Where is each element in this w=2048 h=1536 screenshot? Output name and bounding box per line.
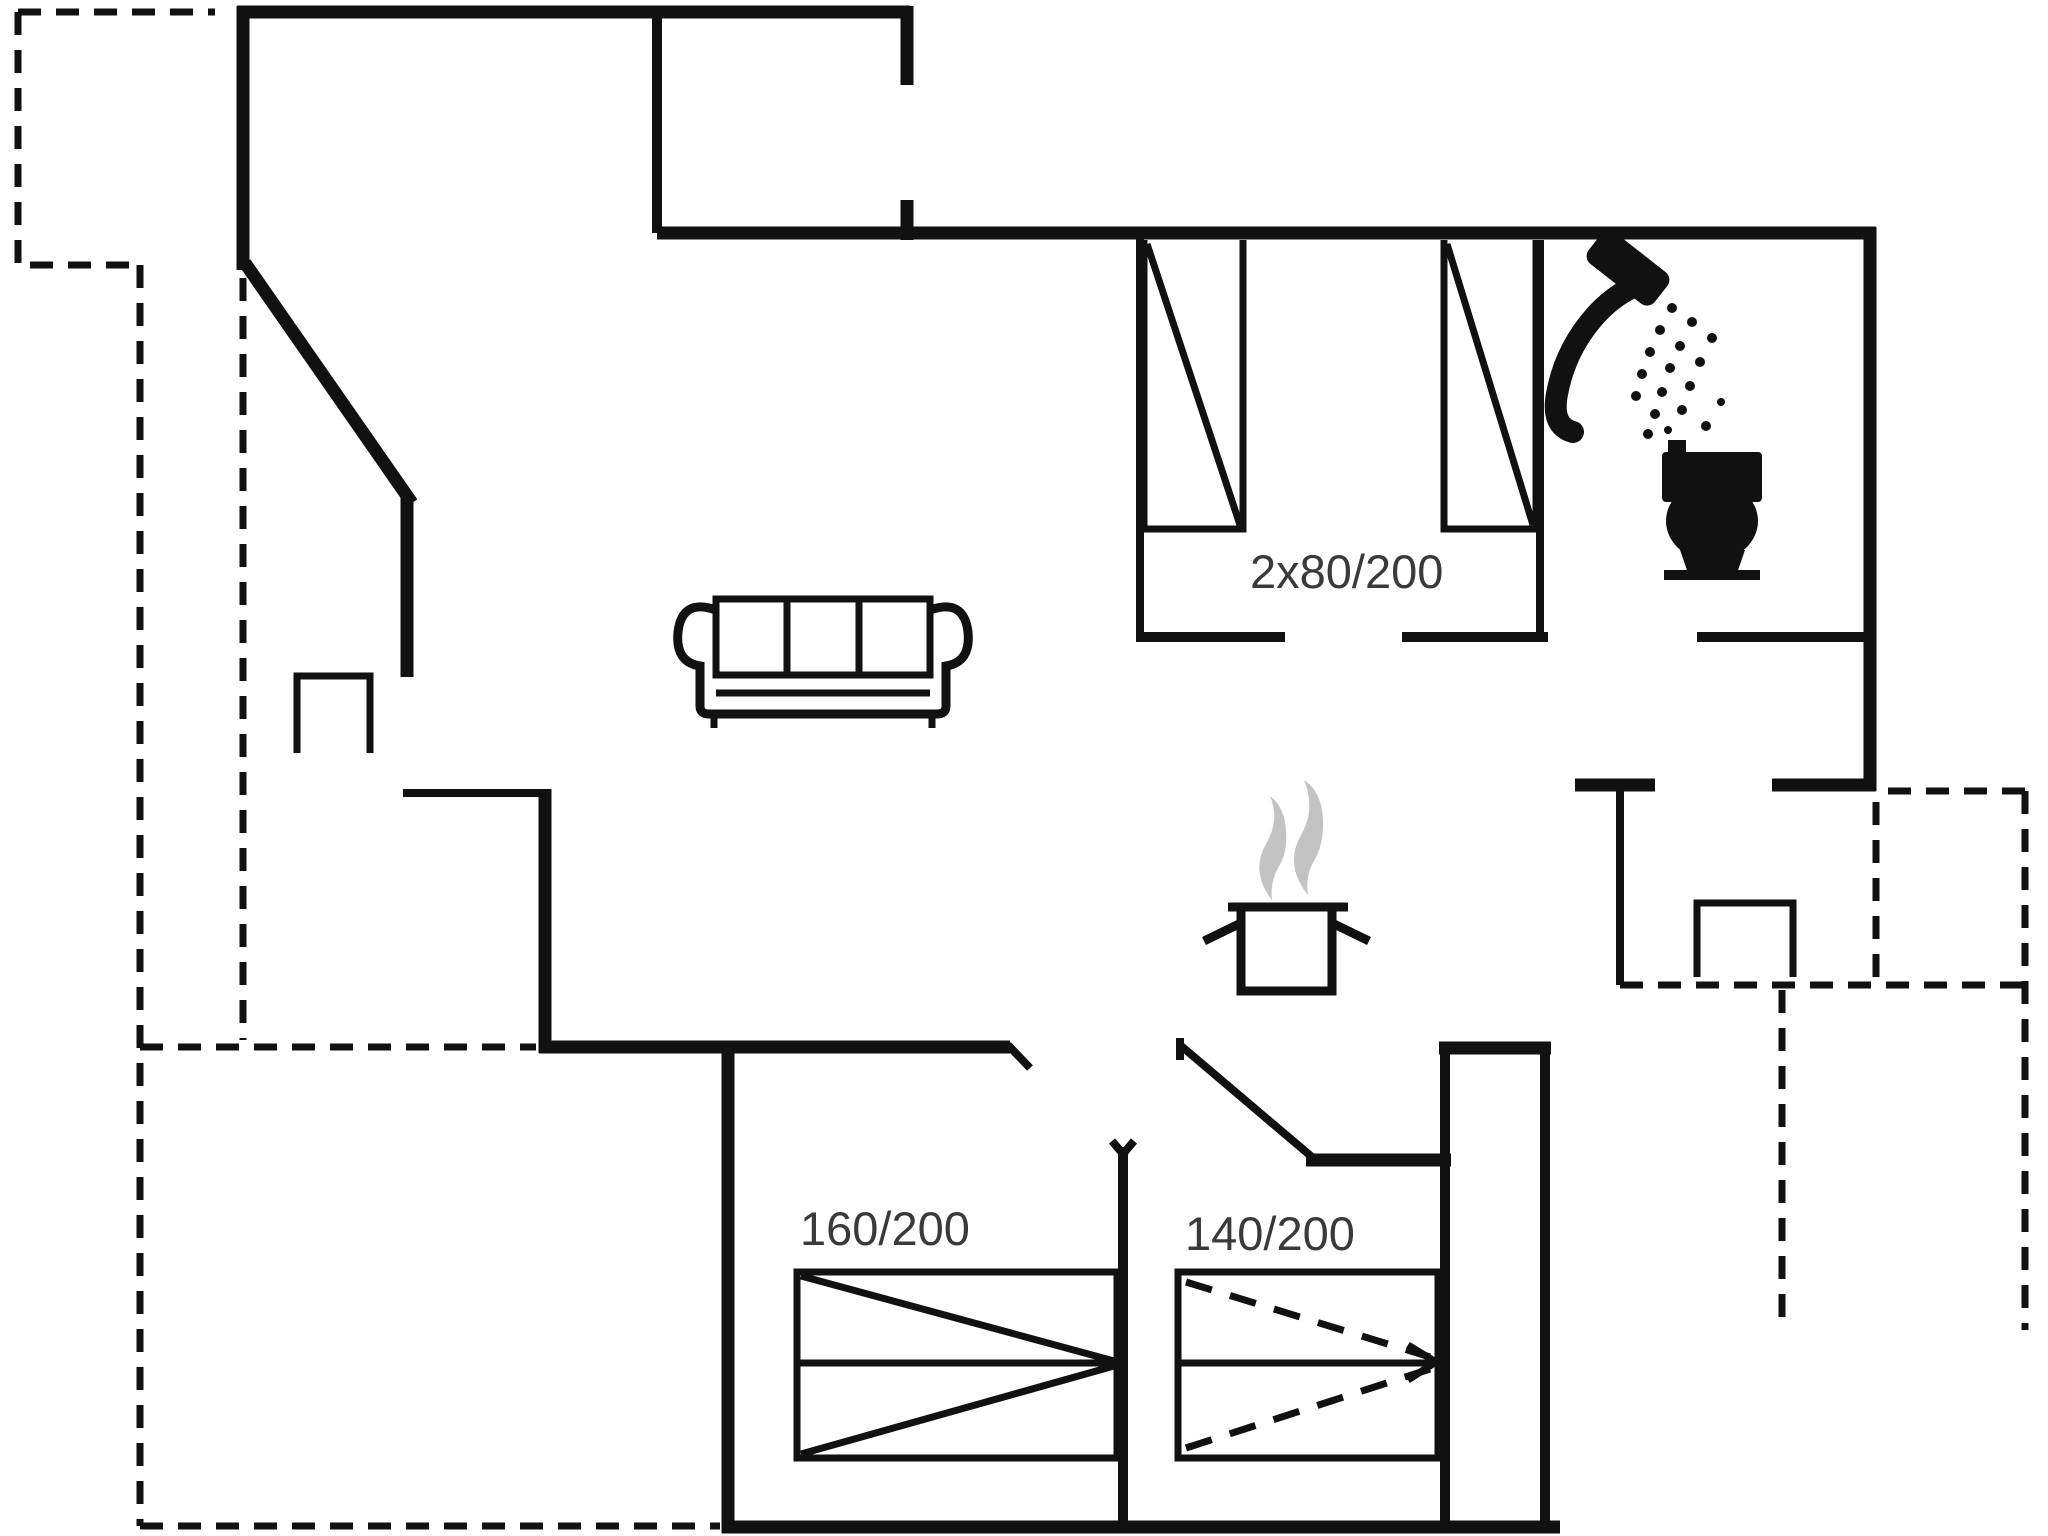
toilet-pedestal bbox=[1680, 550, 1745, 576]
shower-head bbox=[1586, 230, 1670, 306]
sofa-seat-band bbox=[716, 671, 930, 697]
door-hall-leaf bbox=[1177, 1041, 1315, 1161]
wall-bedroom2-top-end bbox=[1005, 1042, 1033, 1071]
bed-160 bbox=[793, 1268, 1121, 1462]
sofa-feet bbox=[710, 714, 936, 728]
bed-diagonal bbox=[1143, 242, 1244, 527]
sofa-back bbox=[712, 595, 934, 679]
bed-140 bbox=[1174, 1268, 1443, 1462]
sofa-icon bbox=[673, 595, 973, 728]
bed-outline bbox=[1140, 240, 1247, 533]
terrace-dashed-outline bbox=[14, 8, 2029, 1530]
bed-diagonal-arrow bbox=[1406, 1342, 1443, 1383]
wall-diagonal bbox=[239, 259, 418, 507]
pot-body bbox=[1236, 902, 1337, 996]
label-bedroom-double: 2x80/200 bbox=[1250, 545, 1443, 598]
bed-diagonal-bottom-dashed bbox=[1184, 1365, 1432, 1452]
toilet-base bbox=[1664, 570, 1760, 580]
bed-diagonal-bottom bbox=[800, 1362, 1115, 1458]
walls bbox=[236, 5, 1877, 1534]
bed-diagonal-top-dashed bbox=[1184, 1278, 1432, 1361]
bed-double-right bbox=[1440, 240, 1540, 533]
label-bedroom-160: 160/200 bbox=[800, 1202, 970, 1255]
bed-diagonal bbox=[1443, 242, 1537, 527]
steam-wisp-left bbox=[1259, 796, 1287, 900]
sofa-arms-base bbox=[673, 602, 973, 719]
shower-icon bbox=[1544, 230, 1725, 443]
steam-wisp-right bbox=[1293, 780, 1324, 895]
bed-double-left bbox=[1140, 240, 1247, 533]
sofa-cushion-dividers bbox=[783, 599, 863, 675]
shower-spray-dots bbox=[1631, 303, 1725, 439]
outdoor-table-icon bbox=[293, 672, 374, 753]
door-bedroom2-tick bbox=[1108, 1138, 1138, 1161]
toilet-icon bbox=[1662, 440, 1762, 580]
shower-hose bbox=[1544, 277, 1642, 443]
label-bedroom-140: 140/200 bbox=[1185, 1207, 1355, 1260]
outdoor-table-icon bbox=[1693, 899, 1797, 977]
bed-diagonal-top bbox=[800, 1272, 1115, 1365]
toilet-button bbox=[1668, 440, 1686, 454]
steaming-pot-icon bbox=[1202, 780, 1371, 996]
pot-handles bbox=[1202, 918, 1371, 946]
bed-outline bbox=[1440, 240, 1540, 533]
toilet-bowl bbox=[1666, 481, 1758, 561]
